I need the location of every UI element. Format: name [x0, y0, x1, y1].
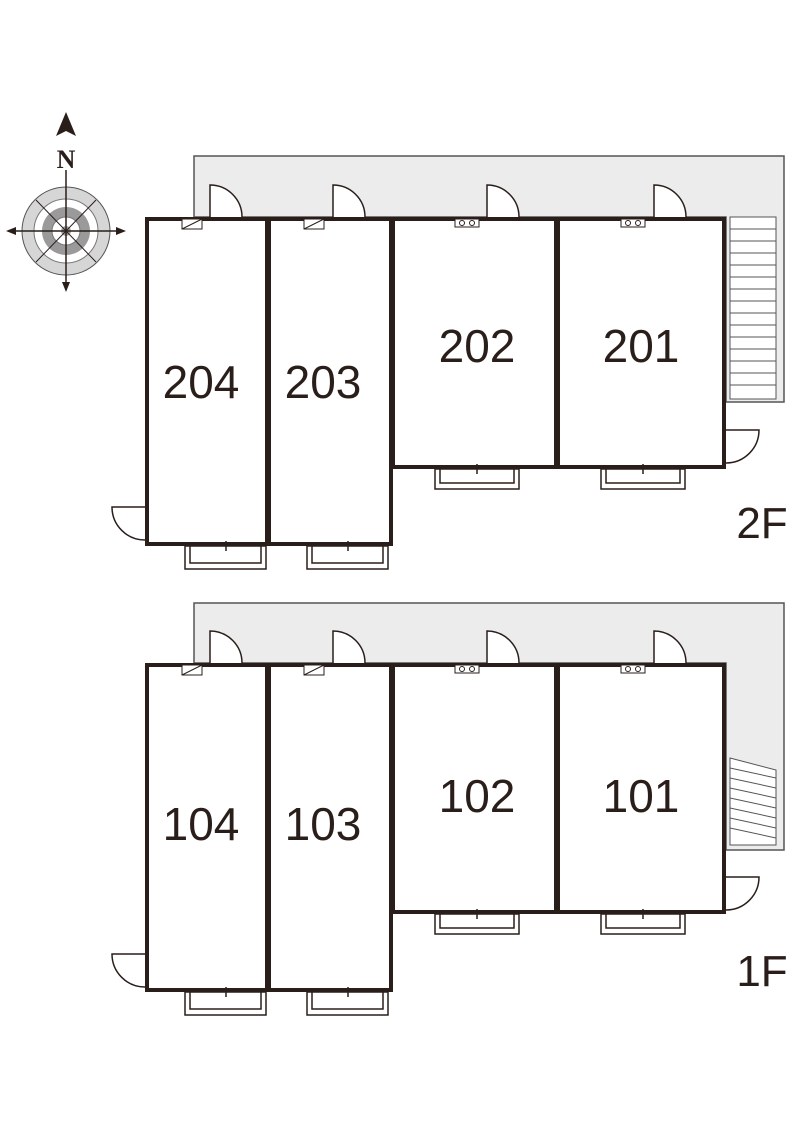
room-number-101: 101 — [603, 770, 680, 822]
compass: N — [6, 112, 126, 292]
meter-box-icon — [181, 218, 203, 230]
balcony — [600, 909, 686, 935]
room-number-203: 203 — [285, 356, 362, 408]
balcony — [434, 464, 520, 490]
door-icon — [332, 184, 366, 218]
floor-2f: 204 203 202 201 2F — [111, 155, 788, 570]
balcony — [306, 541, 389, 570]
room-number-201: 201 — [603, 320, 680, 372]
floor-label-1f: 1F — [736, 947, 787, 996]
floor-1f: 104 103 102 101 1F — [111, 602, 788, 1016]
side-door-icon — [111, 506, 146, 541]
room-number-204: 204 — [163, 356, 240, 408]
room-number-104: 104 — [163, 798, 240, 850]
door-icon — [653, 630, 687, 664]
meter-box-icon — [181, 664, 203, 676]
unit-room-104 — [145, 663, 269, 992]
balcony — [600, 464, 686, 490]
meter-box-icon — [454, 218, 480, 228]
unit-room-201 — [556, 217, 726, 469]
compass-north-label: N — [57, 145, 76, 174]
meter-box-icon — [454, 664, 480, 674]
room-number-202: 202 — [439, 320, 516, 372]
balcony — [306, 987, 389, 1016]
side-door-icon — [725, 876, 760, 911]
staircase — [729, 757, 777, 846]
balcony — [184, 987, 267, 1016]
meter-box-icon — [620, 664, 646, 674]
meter-box-icon — [303, 218, 325, 230]
unit-room-103 — [267, 663, 393, 992]
side-door-icon — [111, 953, 146, 988]
door-icon — [486, 630, 520, 664]
meter-box-icon — [303, 664, 325, 676]
door-icon — [653, 184, 687, 218]
unit-room-203 — [267, 217, 393, 546]
balcony — [434, 909, 520, 935]
compass-rose-icon — [6, 112, 126, 292]
unit-room-204 — [145, 217, 269, 546]
meter-box-icon — [620, 218, 646, 228]
staircase — [729, 216, 777, 400]
side-door-icon — [725, 429, 760, 464]
unit-room-101 — [556, 663, 726, 914]
room-number-102: 102 — [439, 770, 516, 822]
door-icon — [209, 184, 243, 218]
door-icon — [486, 184, 520, 218]
floor-label-2f: 2F — [736, 499, 787, 548]
balcony — [184, 541, 267, 570]
door-icon — [332, 630, 366, 664]
door-icon — [209, 630, 243, 664]
room-number-103: 103 — [285, 798, 362, 850]
